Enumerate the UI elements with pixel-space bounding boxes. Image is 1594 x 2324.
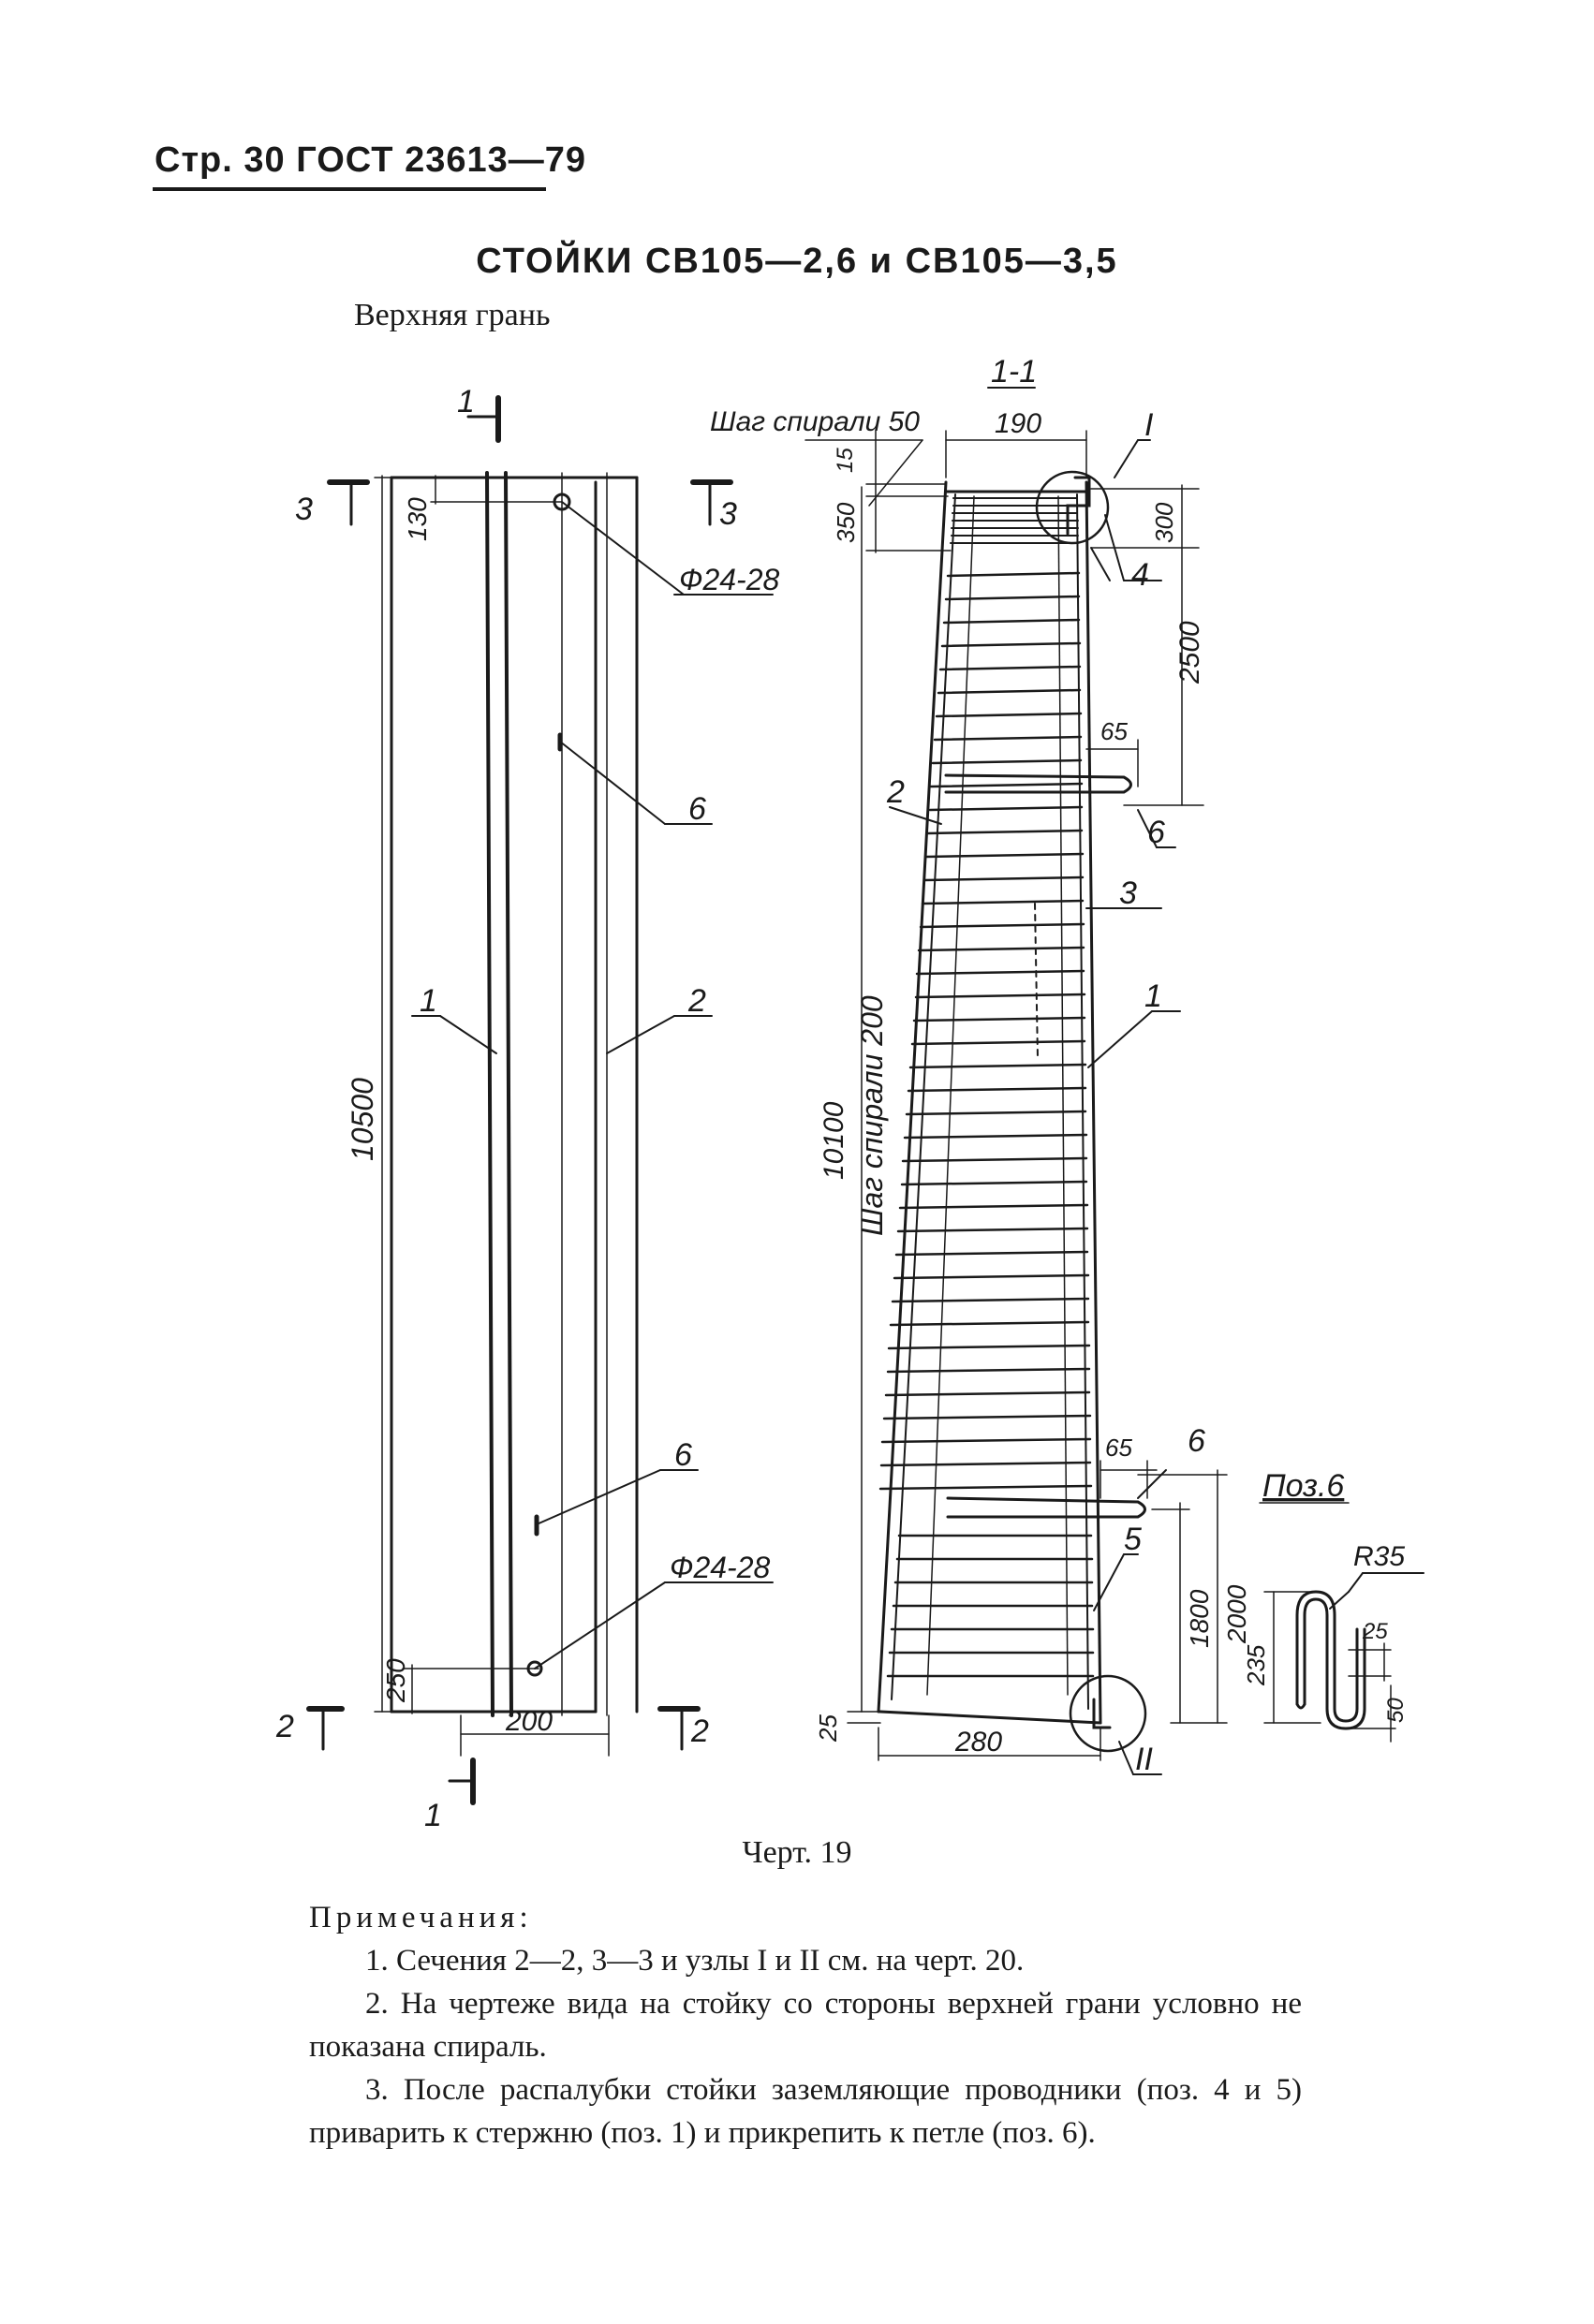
- callout-6-left-top: 6: [688, 791, 706, 827]
- header-rule: [153, 187, 546, 191]
- callout-5-right: 5: [1124, 1522, 1142, 1557]
- callout-2-left: 2: [687, 983, 706, 1019]
- note-item-1: 1. Сечения 2—2, 3—3 и узлы I и II см. на…: [365, 1944, 1025, 1978]
- spiral-dense: [950, 497, 1079, 544]
- spiral-main: [878, 571, 1095, 1678]
- dim-190: 190: [995, 408, 1041, 439]
- section-mark-1-bottom: 1: [424, 1798, 442, 1833]
- section-title-1-1: 1-1: [991, 354, 1037, 390]
- node-label-II: II: [1135, 1742, 1153, 1777]
- dim-10500: 10500: [346, 1078, 379, 1161]
- detail-poz6: [1259, 1502, 1424, 1743]
- dim-15: 15: [833, 448, 858, 473]
- section-mark-1-top: 1: [457, 384, 475, 419]
- note-item-2: 2. На чертеже вида на стойку со стороны …: [309, 1987, 1302, 2064]
- section-mark-3-left: 3: [295, 492, 313, 527]
- callout-1-right: 1: [1144, 978, 1162, 1014]
- spiral-step-top: Шаг спирали 50: [710, 406, 920, 437]
- dim-130: 130: [403, 497, 432, 541]
- section-mark-2-right: 2: [690, 1714, 709, 1749]
- spiral-step-main: Шаг спирали 200: [855, 995, 889, 1236]
- view-subtitle: Верхняя грань: [354, 298, 551, 332]
- dim-300: 300: [1150, 502, 1178, 543]
- dim-280: 280: [954, 1727, 1002, 1758]
- dim-2500: 2500: [1174, 621, 1205, 684]
- notes-block: Примечания: 1. Сечения 2—2, 3—3 и узлы I…: [309, 1896, 1302, 2155]
- dim-2000: 2000: [1222, 1584, 1251, 1644]
- dim-65-top: 65: [1100, 717, 1128, 745]
- detail-235: 235: [1242, 1644, 1270, 1686]
- detail-50: 50: [1383, 1698, 1409, 1723]
- callout-2-right: 2: [886, 774, 905, 810]
- detail-title: Поз.6: [1262, 1468, 1344, 1504]
- dim-350: 350: [832, 502, 860, 543]
- left-view: [306, 395, 774, 1805]
- callout-6-right-top: 6: [1147, 815, 1165, 850]
- notes-heading: Примечания:: [309, 1901, 533, 1934]
- dim-65-bottom: 65: [1105, 1434, 1132, 1462]
- hole-label-bottom: Ф24-28: [670, 1551, 770, 1584]
- page-header: Стр. 30 ГОСТ 23613—79: [155, 140, 587, 180]
- detail-25: 25: [1362, 1619, 1388, 1644]
- dim-10100: 10100: [819, 1101, 849, 1180]
- dim-1800: 1800: [1185, 1589, 1214, 1648]
- callout-6-left-bottom: 6: [674, 1437, 692, 1473]
- right-view: [804, 387, 1228, 1775]
- page-title: СТОЙКИ СВ105—2,6 и СВ105—3,5: [476, 242, 1118, 281]
- technical-drawing: 1 1 3 3 2 2 130 250 10500 200 Ф24-28 Ф24…: [275, 354, 1424, 1833]
- node-label-I: I: [1144, 407, 1154, 443]
- callout-6-right-bottom: 6: [1188, 1423, 1205, 1459]
- dim-250: 250: [381, 1658, 410, 1703]
- section-mark-2-left: 2: [275, 1709, 294, 1744]
- callout-3-right: 3: [1119, 875, 1137, 911]
- note-item-3: 3. После распалубки стойки заземляющие п…: [309, 2073, 1302, 2150]
- dim-25: 25: [814, 1714, 842, 1743]
- section-mark-3-right: 3: [719, 496, 737, 532]
- detail-r35: R35: [1353, 1541, 1405, 1572]
- hole-label-top: Ф24-28: [679, 563, 779, 596]
- callout-4-right: 4: [1131, 557, 1149, 593]
- dim-200: 200: [505, 1706, 553, 1737]
- figure-caption: Черт. 19: [742, 1835, 852, 1870]
- callout-1-left: 1: [420, 983, 437, 1019]
